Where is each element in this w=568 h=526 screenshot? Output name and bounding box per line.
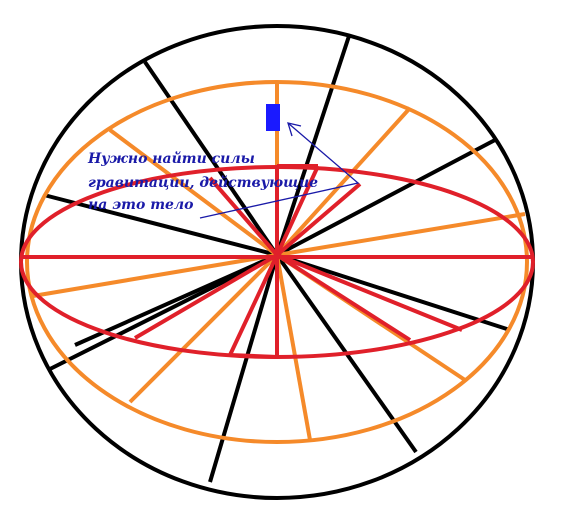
blue-body xyxy=(266,104,280,131)
black-radial-4 xyxy=(43,193,278,257)
red-radial-2 xyxy=(275,182,362,257)
orange-radial-3 xyxy=(275,106,412,257)
red-radial-6 xyxy=(275,253,412,342)
arrow-to-body xyxy=(199,122,360,219)
black-radial-3 xyxy=(276,138,496,257)
black-radial-6 xyxy=(47,253,278,372)
annotation-line-2: гравитации, действующие xyxy=(88,174,318,191)
orange-radial-8 xyxy=(275,254,312,441)
black-radial-7 xyxy=(276,253,511,332)
arrow-shaft xyxy=(199,122,360,219)
orange-radial-2 xyxy=(108,128,279,257)
orange-radial-4 xyxy=(276,212,526,257)
annotation-line-3: на это тело xyxy=(88,197,194,213)
annotation-line-1: Нужно найти силы xyxy=(87,150,255,167)
red-radial-4 xyxy=(133,253,279,340)
red-radial-7 xyxy=(228,254,279,356)
arrow-head xyxy=(287,122,302,137)
annotation-text: Нужно найти силы гравитации, действующие… xyxy=(87,150,318,213)
red-radial-1 xyxy=(275,165,320,256)
red-radial-lines xyxy=(22,164,533,359)
black-radial-1 xyxy=(275,35,351,256)
black-radial-9 xyxy=(208,254,279,483)
orange-radial-6 xyxy=(128,253,279,404)
black-radial-2 xyxy=(143,60,279,257)
red-radial-5 xyxy=(276,253,463,332)
red-radial-3 xyxy=(208,176,279,257)
orange-radial-5 xyxy=(32,253,278,298)
black-radial-lines xyxy=(43,35,511,483)
red-bracket-bottom xyxy=(229,353,278,359)
